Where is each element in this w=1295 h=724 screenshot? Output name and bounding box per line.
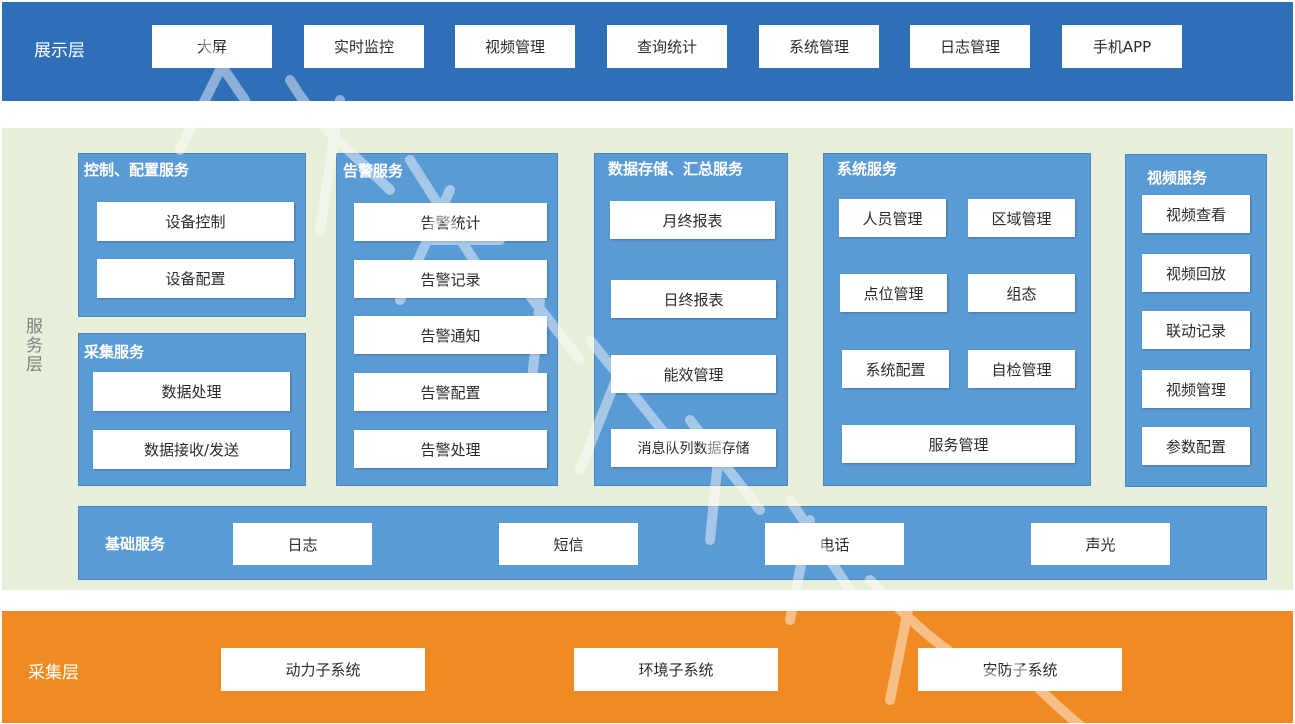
display-layer-label: 展示层: [34, 41, 85, 61]
video-item-linkage-records: 联动记录: [1142, 311, 1250, 349]
base-item-sms: 短信: [499, 523, 638, 565]
alarm-item-notification: 告警通知: [354, 316, 547, 354]
base-item-phone: 电话: [765, 523, 904, 565]
system-service-title: 系统服务: [837, 160, 898, 178]
collect-item-security-subsystem: 安防子系统: [918, 648, 1122, 691]
system-item-configuration-view: 组态: [968, 274, 1075, 312]
video-item-view: 视频查看: [1142, 195, 1250, 233]
alarm-item-handling: 告警处理: [354, 430, 547, 468]
collection-layer-label: 采集层: [28, 663, 79, 683]
display-item-big-screen: 大屏: [152, 25, 272, 68]
display-item-mobile-app: 手机APP: [1062, 25, 1182, 68]
collect-item-environment-subsystem: 环境子系统: [574, 648, 778, 691]
storage-item-daily-report: 日终报表: [611, 280, 776, 318]
system-item-self-check: 自检管理: [968, 350, 1075, 388]
video-service-title: 视频服务: [1147, 169, 1208, 187]
storage-item-message-queue-storage: 消息队列数据存储: [611, 429, 776, 467]
control-item-device-config: 设备配置: [97, 259, 294, 298]
system-item-personnel: 人员管理: [839, 199, 946, 237]
display-item-log-management: 日志管理: [910, 25, 1030, 68]
storage-item-monthly-report: 月终报表: [610, 201, 775, 239]
acquisition-item-data-processing: 数据处理: [93, 372, 290, 411]
control-config-service-title: 控制、配置服务: [84, 161, 190, 179]
alarm-item-config: 告警配置: [354, 373, 547, 411]
display-item-realtime-monitor: 实时监控: [304, 25, 424, 68]
display-item-system-management: 系统管理: [759, 25, 879, 68]
video-item-playback: 视频回放: [1142, 254, 1250, 292]
alarm-item-records: 告警记录: [354, 260, 547, 298]
display-item-query-statistics: 查询统计: [607, 25, 727, 68]
storage-item-energy-efficiency: 能效管理: [611, 355, 776, 393]
alarm-item-statistics: 告警统计: [354, 203, 547, 241]
data-storage-service-title: 数据存储、汇总服务: [608, 160, 744, 178]
collect-item-power-subsystem: 动力子系统: [221, 648, 425, 691]
base-service-title: 基础服务: [105, 535, 166, 553]
system-item-service-management: 服务管理: [842, 425, 1075, 463]
alarm-service-title: 告警服务: [343, 162, 404, 180]
system-item-point: 点位管理: [840, 274, 947, 312]
system-item-system-config: 系统配置: [842, 350, 949, 388]
video-item-management: 视频管理: [1142, 370, 1250, 408]
acquisition-item-data-send-receive: 数据接收/发送: [93, 430, 290, 469]
acquisition-service-title: 采集服务: [84, 343, 145, 361]
control-item-device-control: 设备控制: [97, 202, 294, 241]
system-item-region: 区域管理: [968, 199, 1075, 237]
base-item-audio-visual-alarm: 声光: [1031, 523, 1170, 565]
display-item-video-management: 视频管理: [455, 25, 575, 68]
video-item-parameter-config: 参数配置: [1142, 427, 1250, 465]
service-layer-label: 服务层: [26, 317, 43, 375]
base-item-log: 日志: [233, 523, 372, 565]
